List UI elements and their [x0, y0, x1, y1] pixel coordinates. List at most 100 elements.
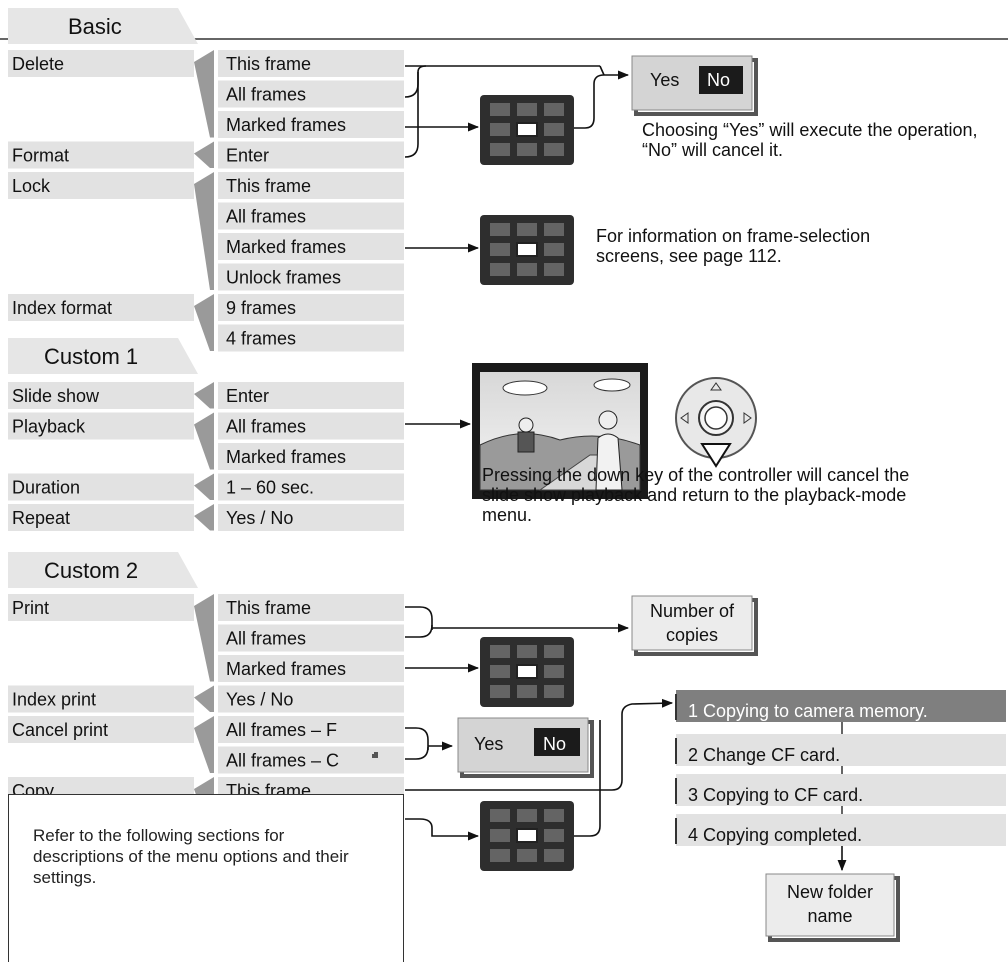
thumbnail	[517, 849, 537, 862]
note-frame-selection: For information on frame-selection scree…	[596, 226, 871, 266]
thumbnail	[490, 103, 510, 116]
number-of-copies-box-shadow	[634, 598, 758, 656]
cloud	[593, 378, 631, 392]
menu-option-all-frames-c: All frames – C	[226, 751, 339, 771]
menu-label-cell	[8, 473, 194, 501]
thumbnail	[516, 664, 538, 679]
menu-option-cell	[218, 412, 404, 440]
arrow-copy-marked	[405, 818, 480, 841]
menu-option-cell	[218, 324, 404, 352]
menu-label-cell	[8, 50, 194, 77]
tab-custom1-label: Custom 1	[44, 344, 138, 369]
menu-option-unlock-frames: Unlock frames	[226, 268, 341, 288]
thumbnail	[490, 143, 510, 156]
menu-label-slide-show: Slide show	[12, 386, 100, 406]
left-key-icon	[680, 412, 689, 424]
menu-option-this-frame: This frame	[226, 598, 311, 618]
thumbnail	[517, 809, 537, 822]
yes-no-dialog-cancel-shadow	[460, 720, 594, 778]
arrow-to-yes-no-top	[574, 70, 630, 129]
thumbnail	[517, 263, 537, 276]
thumbnail	[544, 123, 564, 136]
menu-label-duration: Duration	[12, 478, 80, 498]
menu-label-delete: Delete	[12, 54, 64, 74]
menu-option-cell	[218, 746, 404, 774]
menu-option-cell	[218, 233, 404, 260]
right-key-icon	[743, 412, 752, 424]
menu-option-marked-frames: Marked frames	[226, 659, 346, 679]
thumbnail	[544, 103, 564, 116]
menu-wedge	[194, 141, 214, 168]
tab-basic-label: Basic	[68, 14, 122, 39]
menu-option-cell	[218, 202, 404, 230]
thumbnail	[544, 263, 564, 276]
tab-custom2-label: Custom 2	[44, 558, 138, 583]
refer-note-box: Refer to the following sections for desc…	[8, 794, 404, 962]
spacer-shadow	[372, 752, 378, 758]
menu-label-cancel-print: Cancel print	[12, 720, 108, 740]
thumbnail	[490, 243, 510, 256]
person-boy-body	[517, 431, 535, 453]
thumbnail	[517, 645, 537, 658]
cloud	[502, 380, 548, 396]
menu-option-cell	[218, 443, 404, 470]
menu-label-cell	[8, 141, 194, 169]
menu-option-cell	[218, 685, 404, 713]
connector-cancel-f	[405, 727, 429, 750]
arrow-copy-this	[405, 698, 674, 791]
thumbnail	[544, 829, 564, 842]
thumbnail	[517, 143, 537, 156]
thumbnail	[544, 243, 564, 256]
menu-option-enter: Enter	[226, 146, 269, 166]
menu-option-marked-frames: Marked frames	[226, 115, 346, 135]
thumbnail	[490, 223, 510, 236]
menu-option-yes-no: Yes / No	[226, 508, 293, 528]
connector-format	[404, 72, 419, 158]
thumbnail	[544, 223, 564, 236]
menu-wedge	[194, 685, 214, 712]
menu-option-enter: Enter	[226, 386, 269, 406]
menu-label-lock: Lock	[12, 176, 51, 196]
thumbnail	[490, 263, 510, 276]
menu-wedge	[194, 412, 214, 470]
menu-option-cell	[218, 141, 404, 169]
thumbnail	[517, 223, 537, 236]
no-label-cancel: No	[543, 734, 566, 754]
menu-option-cell	[218, 80, 404, 108]
new-folder-name-box-shadow	[768, 876, 900, 942]
yes-label-top: Yes	[650, 70, 679, 90]
menu-label-cell	[8, 412, 194, 440]
person-girl-body	[595, 433, 623, 491]
menu-option-cell	[218, 294, 404, 321]
menu-label-cell	[8, 504, 194, 531]
copy-step-box	[676, 690, 1006, 722]
thumbnail	[490, 665, 510, 678]
note-slide-show: Pressing the down key of the controller …	[482, 465, 910, 525]
menu-option-cell	[218, 111, 404, 138]
connector-delete-all	[404, 65, 427, 98]
menu-option-marked-frames: Marked frames	[226, 237, 346, 257]
refer-note-text: Refer to the following sections for desc…	[33, 826, 349, 887]
copy-step-3: 3 Copying to CF card.	[688, 785, 863, 805]
tab-custom1: Custom 1	[8, 338, 198, 374]
menu-wedge	[194, 172, 214, 290]
person-girl-head	[598, 410, 618, 430]
menu-wedge	[194, 594, 214, 682]
menu-wedge	[194, 504, 214, 531]
thumbnail	[490, 849, 510, 862]
menu-option-cell	[218, 263, 404, 291]
menu-option-cell	[218, 172, 404, 199]
menu-wedge	[194, 473, 214, 500]
menu-option-all-frames: All frames	[226, 417, 306, 437]
thumbnail	[516, 122, 538, 137]
no-highlight-cancel	[534, 728, 580, 756]
menu-option-yes-no: Yes / No	[226, 690, 293, 710]
connector-print-this	[405, 606, 433, 630]
connector-print-all	[405, 624, 433, 638]
thumbnail	[517, 685, 537, 698]
menu-wedge	[194, 50, 214, 138]
copy-step-box	[676, 774, 1006, 806]
menu-label-repeat: Repeat	[12, 508, 70, 528]
